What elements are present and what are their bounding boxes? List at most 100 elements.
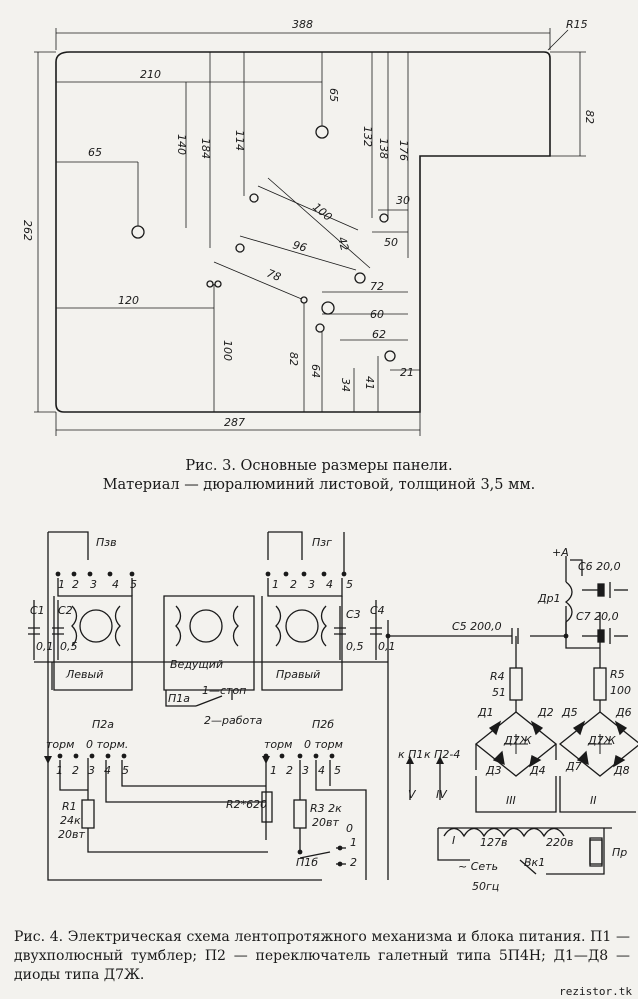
head-right (285, 609, 319, 643)
figure4-caption: Рис. 4. Электрическая схема лентопротяжн… (14, 929, 630, 983)
dim-184: 184 (199, 138, 212, 159)
dim-132: 132 (361, 126, 374, 147)
resistor-r2 (261, 791, 273, 823)
label-torm0-left: 0 торм. (86, 738, 128, 751)
label-c1: C1 (30, 604, 45, 617)
label-r3w: 20вт (312, 816, 339, 829)
label-n4a: 4 (112, 578, 119, 591)
label-r3: R3 2к (310, 802, 342, 815)
label-c2v: 0,5 (60, 640, 78, 653)
figure3-caption-line1: Рис. 3. Основные размеры панели. (185, 458, 453, 474)
label-r1v: 24к (60, 814, 81, 827)
label-c3v: 0,5 (346, 640, 364, 653)
label-r1: R1 (62, 800, 77, 813)
label-kp24: к П2-4 (424, 748, 460, 761)
dim-210: 210 (140, 68, 161, 81)
dim-42: 42 (335, 235, 351, 252)
hole-top (315, 125, 329, 139)
label-iv: IV (436, 788, 448, 801)
dim-100-v: 100 (221, 340, 234, 361)
dim-34: 34 (339, 378, 352, 392)
figure3-caption-line2: Материал — дюралюминий листовой, толщино… (102, 477, 536, 493)
cap-c4 (370, 627, 382, 635)
label-n2c: 2 (72, 764, 79, 777)
dim-50: 50 (384, 236, 398, 249)
label-n2e: 2 (350, 856, 357, 869)
label-levy: Левый (65, 668, 103, 681)
label-ii: II (590, 794, 597, 807)
label-kp1: к П1 (398, 748, 423, 761)
hole-f (214, 280, 222, 288)
schematic-components (28, 582, 628, 865)
label-n3d: 3 (302, 764, 309, 777)
cap-c2 (52, 627, 64, 635)
label-220v: 220в (546, 836, 573, 849)
dim-262: 262 (21, 220, 34, 241)
label-vedush: Ведущий (170, 658, 223, 671)
label-i: I (452, 834, 455, 847)
label-n5b: 5 (346, 578, 353, 591)
label-n3a: 3 (90, 578, 97, 591)
label-n1e: 1 (350, 836, 357, 849)
label-p1a: П1а (168, 692, 190, 705)
dim-r15: R15 (566, 18, 588, 31)
hole-j (384, 350, 396, 362)
resistor-r4 (509, 667, 523, 701)
label-p1b: П1б (296, 856, 318, 869)
hole-b (235, 243, 245, 253)
dim-64: 64 (309, 364, 322, 378)
dim-30: 30 (396, 194, 410, 207)
head-vedush (189, 609, 223, 643)
cap-c3 (334, 627, 346, 635)
dim-176: 176 (397, 140, 410, 161)
hole-d (354, 272, 366, 284)
dim-140: 140 (175, 134, 188, 155)
label-p2a: П2а (92, 718, 114, 731)
resistor-r5 (593, 667, 607, 701)
dim-120: 120 (118, 294, 139, 307)
label-set: ~ Сеть (458, 860, 498, 873)
head-left (79, 609, 113, 643)
dim-287: 287 (224, 416, 245, 429)
dim-138: 138 (377, 138, 390, 159)
label-c5: C5 200,0 (452, 620, 502, 633)
dim-21: 21 (400, 366, 414, 379)
dim-96: 96 (291, 238, 308, 254)
label-n4c: 4 (104, 764, 111, 777)
schematic-labels: Пзв Пзг 1 2 3 4 5 1 2 3 4 5 C1 0,1 C2 0,… (30, 536, 632, 893)
label-r5: R5 (610, 668, 625, 681)
label-c7: C7 20,0 (576, 610, 619, 623)
dim-65-h: 65 (88, 146, 102, 159)
label-n5d: 5 (334, 764, 341, 777)
panel-dim-lines (34, 28, 586, 436)
label-vk1: Вк1 (524, 856, 545, 869)
label-c6: C6 20,0 (578, 560, 621, 573)
dim-114: 114 (233, 130, 246, 151)
hole-i (315, 323, 325, 333)
label-c3: C3 (346, 608, 361, 621)
label-n2b: 2 (290, 578, 297, 591)
label-n0: 0 (346, 822, 353, 835)
label-d7zh-2: Д7Ж (587, 734, 617, 747)
label-n2a: 2 (72, 578, 79, 591)
cap-c7 (597, 629, 605, 643)
cap-c5 (511, 628, 519, 644)
label-torm-left: торм (46, 738, 74, 751)
label-d5: Д5 (561, 706, 578, 719)
label-n5a: 5 (130, 578, 137, 591)
label-r4v: 51 (492, 686, 506, 699)
hole-g (300, 296, 308, 304)
hole-c (379, 213, 389, 223)
hole-h (321, 301, 335, 315)
label-n5c: 5 (122, 764, 129, 777)
label-p2v: Пзв (96, 536, 117, 549)
dim-65-v: 65 (327, 88, 340, 102)
label-r5v: 100 (610, 684, 631, 697)
label-r4: R4 (490, 670, 505, 683)
schematic-wires (33, 531, 638, 881)
dim-60: 60 (370, 308, 384, 321)
label-d7zh-1: Д7Ж (503, 734, 533, 747)
label-n1b: 1 (272, 578, 279, 591)
label-n1a: 1 (58, 578, 65, 591)
